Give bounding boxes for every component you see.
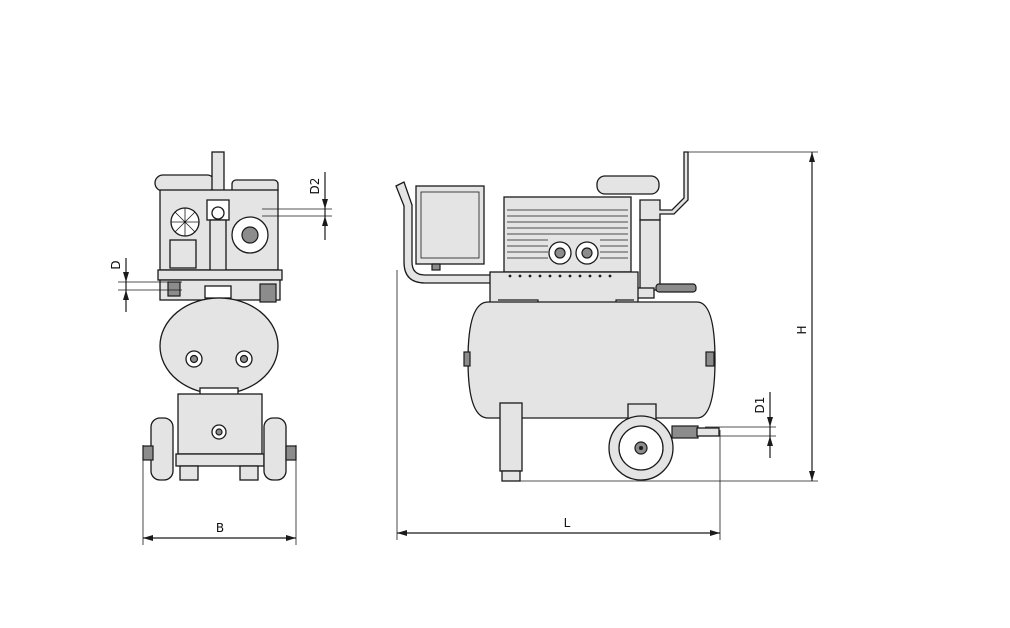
side-outlet-valve	[655, 283, 697, 293]
side-tank	[467, 301, 716, 419]
front-tank-end	[159, 297, 279, 395]
dimension-label-d1: D1	[753, 397, 767, 414]
front-valve-right	[259, 283, 277, 303]
side-compressor-head	[596, 175, 660, 195]
side-dimensions	[396, 151, 818, 540]
side-drain-valve	[671, 425, 699, 439]
side-motor-fins	[507, 209, 628, 259]
side-control-box	[415, 185, 485, 265]
dimension-label-d2: D2	[308, 178, 322, 195]
front-handle-pipe	[154, 174, 216, 192]
front-frame	[177, 393, 263, 455]
front-base-plate	[157, 269, 283, 281]
front-view	[142, 151, 297, 481]
front-wheel-right	[263, 417, 287, 481]
side-view	[395, 151, 720, 482]
dimension-label-h: H	[795, 325, 809, 334]
dimension-label-l: L	[564, 516, 571, 530]
side-tank-leg	[499, 402, 523, 472]
front-dimensions	[118, 172, 332, 545]
front-foot-left	[179, 465, 199, 481]
dimension-label-d: D	[109, 260, 123, 269]
front-wheel-left	[150, 417, 174, 481]
side-riser	[639, 219, 661, 291]
front-valve-left	[167, 281, 181, 297]
front-foot-right	[239, 465, 259, 481]
dimension-label-b: B	[216, 521, 224, 535]
